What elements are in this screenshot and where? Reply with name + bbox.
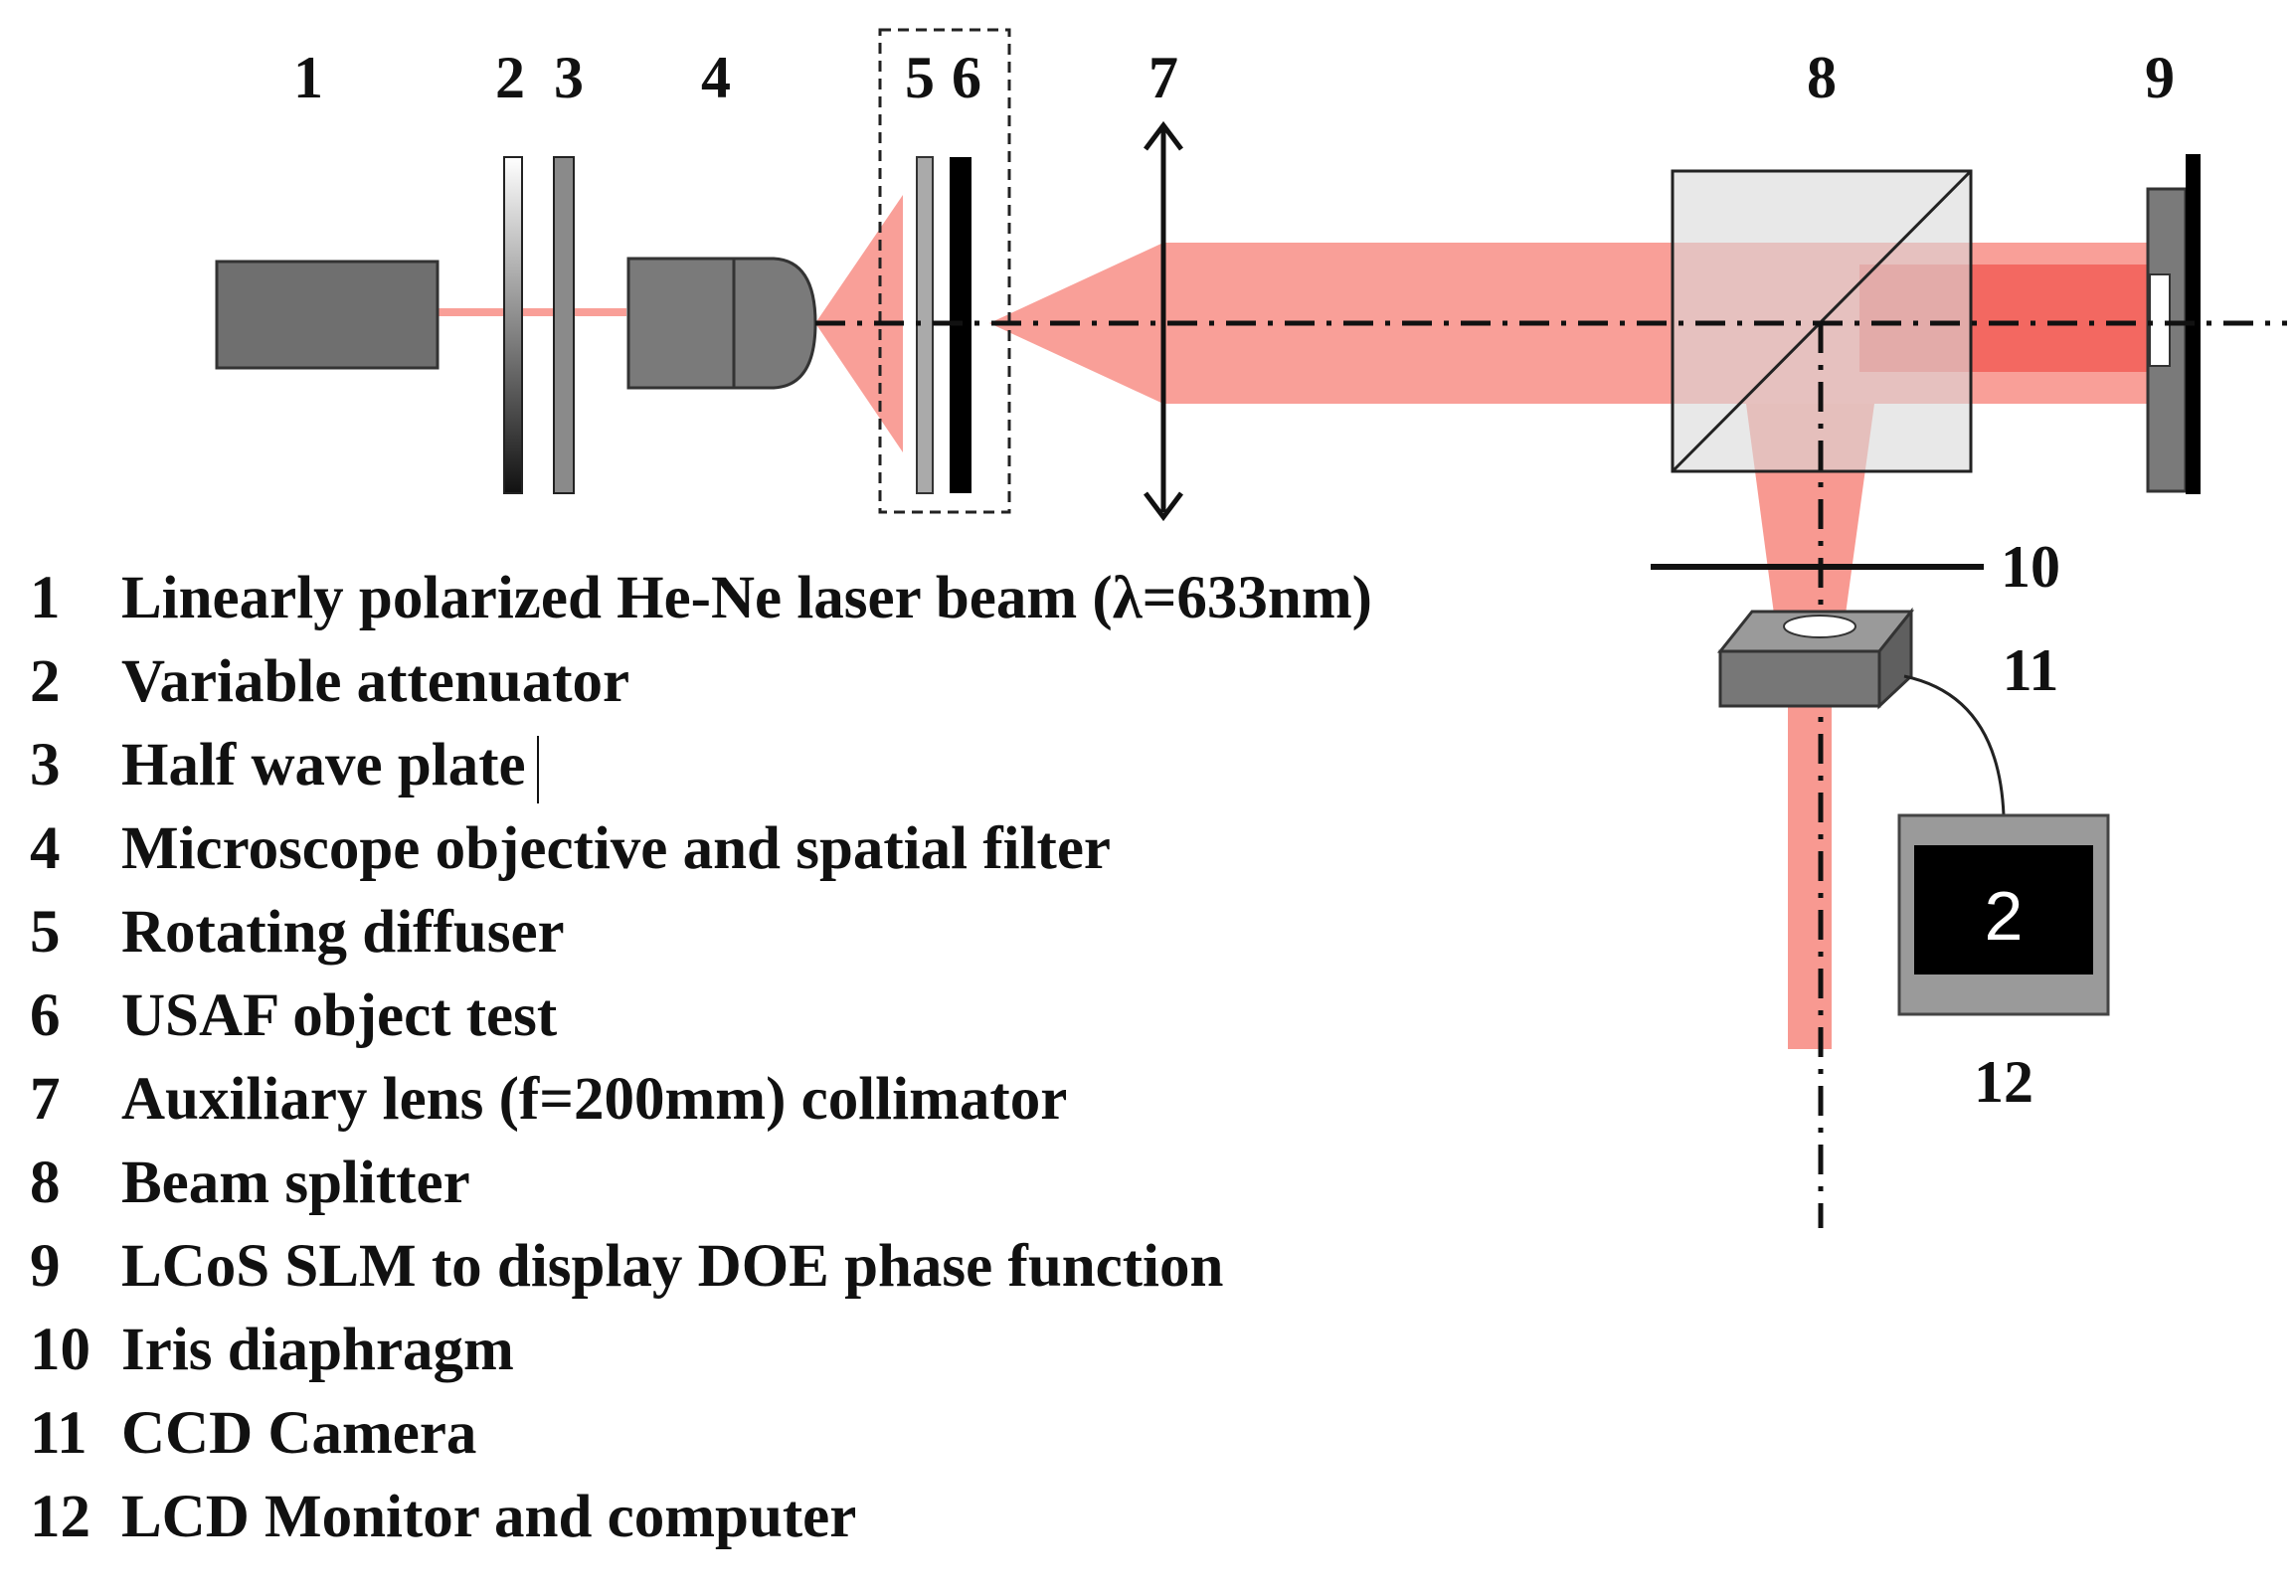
legend-number: 2 [30,648,61,715]
label-8: 8 [1807,45,1837,110]
legend-number: 3 [30,732,61,798]
component-number-labels: 1 2 3 4 5 6 7 8 9 10 11 12 [293,45,2175,1115]
monitor-screen-text: 2 [1985,877,2024,955]
legend-number: 1 [30,565,61,631]
legend-item: 1 Linearly polarized He-Ne laser beam (λ=… [30,557,1581,640]
label-1: 1 [293,45,323,110]
legend-number: 11 [30,1400,88,1467]
legend-number: 7 [30,1066,61,1133]
legend-item: 4 Microscope objective and spatial filter [30,807,1581,891]
laser-source [215,260,440,370]
label-2: 2 [495,45,525,110]
legend-number: 9 [30,1233,61,1300]
variable-attenuator [503,156,523,494]
legend-number: 8 [30,1150,61,1216]
half-wave-plate [553,156,575,494]
label-6: 6 [952,45,981,110]
ccd-camera [1716,607,1915,710]
legend-description: LCD Monitor and computer [121,1484,857,1550]
legend-number: 10 [30,1317,90,1383]
legend-item: 10 Iris diaphragm [30,1309,1581,1392]
label-10: 10 [2001,534,2060,600]
legend-item: 12 LCD Monitor and computer [30,1476,1581,1559]
legend-description: LCoS SLM to display DOE phase function [121,1233,1224,1300]
legend-item: 5 Rotating diffuser [30,891,1581,975]
label-3: 3 [554,45,584,110]
legend-description: Rotating diffuser [121,899,565,966]
legend-description: Microscope objective and spatial filter [121,815,1112,882]
legend-item: 6 USAF object test [30,975,1581,1058]
label-11: 11 [2003,637,2059,703]
legend-description: Beam splitter [121,1150,470,1216]
legend-number: 6 [30,982,61,1049]
label-7: 7 [1148,45,1178,110]
legend-description: USAF object test [121,982,558,1049]
legend-description: Linearly polarized He-Ne laser beam (λ=6… [121,565,1372,631]
camera-cable [1903,674,2006,816]
legend-item: 9 LCoS SLM to display DOE phase function [30,1225,1581,1309]
text-cursor [537,736,539,803]
legend-description: Iris diaphragm [121,1317,514,1383]
optical-axis [815,320,2287,1228]
component-legend: 1 Linearly polarized He-Ne laser beam (λ=… [30,557,1581,1559]
legend-description: Auxiliary lens (f=200mm) collimator [121,1066,1068,1133]
legend-item: 3 Half wave plate [30,724,1581,807]
legend-item: 8 Beam splitter [30,1142,1581,1225]
legend-item: 11 CCD Camera [30,1392,1581,1476]
legend-description: Variable attenuator [121,648,630,715]
legend-number: 12 [30,1484,90,1550]
label-5: 5 [905,45,935,110]
legend-description: CCD Camera [121,1400,477,1467]
label-12: 12 [1974,1049,2033,1115]
legend-number: 5 [30,899,61,966]
legend-item: 7 Auxiliary lens (f=200mm) collimator [30,1058,1581,1142]
legend-description: Half wave plate [121,732,526,798]
diffuser-object-group-box [878,28,1011,514]
auxiliary-lens [1144,120,1183,522]
lcos-slm [2146,154,2201,494]
label-9: 9 [2145,45,2175,110]
microscope-objective [626,257,817,390]
legend-number: 4 [30,815,61,882]
legend-item: 2 Variable attenuator [30,640,1581,724]
lcd-monitor: 2 [1897,813,2110,1016]
label-4: 4 [701,45,731,110]
